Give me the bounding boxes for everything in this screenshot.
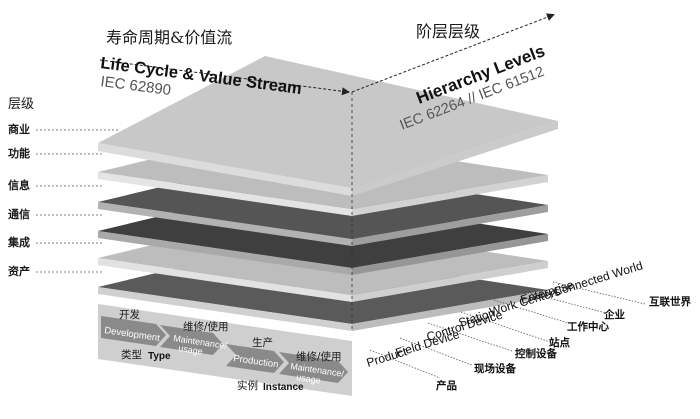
- level-connected-world-zh: 互联世界: [649, 295, 691, 308]
- production-zh: 生产: [252, 336, 273, 349]
- development-zh: 开发: [119, 308, 140, 321]
- layer-labels: 商业 功能 信息 通信 集成 资产: [7, 122, 30, 278]
- level-work-centers-zh: 工作中心: [567, 320, 609, 333]
- layer-label-communication: 通信: [8, 207, 30, 221]
- level-enterprise-zh: 企业: [603, 308, 625, 321]
- hierarchy-leader-lines: [369, 281, 646, 379]
- maintenance-instance-arrow[interactable]: [279, 352, 348, 383]
- level-product-zh: 产品: [436, 379, 457, 392]
- maintenance-type-arrow[interactable]: [160, 325, 223, 355]
- type-row: Development Maintenance/ usage 开发 维修/使用 …: [101, 308, 229, 362]
- layer-label-asset: 资产: [8, 264, 30, 278]
- maintenance-type-label-2: usage: [178, 343, 204, 356]
- layers-axis-title: 层级: [8, 97, 34, 112]
- layer-business: [98, 56, 558, 196]
- axis-arrows: [99, 13, 555, 96]
- layers-axis: 层级 商业 功能 信息 通信 集成 资产: [7, 97, 118, 278]
- layer-leader-lines: [36, 129, 118, 273]
- layer-stack: [98, 56, 558, 331]
- life-cycle-arrows: Development Maintenance/ usage 开发 维修/使用 …: [98, 304, 352, 396]
- level-control-device-zh: 控制设备: [515, 347, 557, 360]
- life-cycle-title-zh: 寿命周期&价值流: [106, 28, 232, 47]
- maintenance-type-zh: 维修/使用: [183, 320, 229, 333]
- maintenance-instance-zh: 维修/使用: [296, 350, 342, 363]
- instance-en: Instance: [263, 382, 304, 393]
- maintenance-instance-label-2: usage: [296, 372, 322, 385]
- development-arrow[interactable]: [101, 316, 166, 346]
- hierarchy-axis-arrow: [351, 13, 555, 93]
- life-cycle-axis-arrow: [99, 59, 350, 96]
- instance-row: Production Maintenance/ usage 生产 维修/使用 实…: [226, 336, 348, 393]
- type-en: Type: [148, 351, 171, 362]
- level-field-device-zh: 现场设备: [474, 362, 516, 375]
- level-product-en: Product: [365, 344, 409, 370]
- instance-zh: 实例: [237, 379, 258, 392]
- level-station-zh: 站点: [549, 336, 570, 349]
- type-zh: 类型: [121, 348, 142, 361]
- layer-label-information: 信息: [8, 178, 30, 192]
- layer-label-functional: 功能: [8, 146, 30, 160]
- hierarchy-title-zh: 阶层层级: [416, 22, 480, 41]
- layer-label-integration: 集成: [7, 235, 30, 249]
- production-arrow[interactable]: [226, 344, 284, 373]
- layer-label-business: 商业: [8, 122, 30, 136]
